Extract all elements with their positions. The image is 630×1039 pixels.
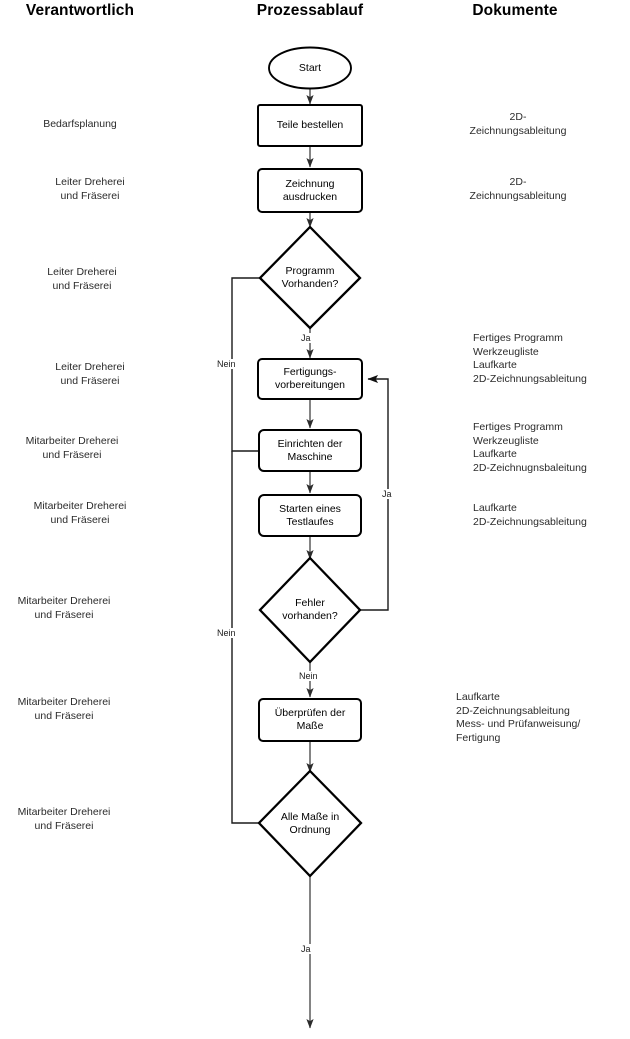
node-starten-eines-testlaufes[interactable] [258, 494, 362, 537]
edge-label-allemasse-ja: Ja [300, 944, 312, 954]
node-ueberpruefen-der-masse[interactable] [258, 698, 362, 742]
edge-label-allemasse-nein: Nein [216, 628, 237, 638]
node-einrichten-der-maschine[interactable] [258, 429, 362, 472]
edge-allemasse-nein-rail [231, 451, 260, 824]
node-zeichnung-ausdrucken[interactable] [257, 168, 363, 213]
column-header-verantwortlich: Verantwortlich [25, 2, 135, 19]
document-group-2: 2D- Zeichnungsableitung [469, 176, 567, 202]
responsible-mitarbeiter-4: Mitarbeiter Dreherei und Fräserei [17, 696, 111, 722]
node-fehler-vorhanden[interactable] [258, 556, 362, 664]
nodes [257, 46, 363, 878]
node-alle-masse-in-ordnung[interactable] [257, 769, 363, 878]
node-start[interactable] [268, 46, 352, 90]
responsible-mitarbeiter-3: Mitarbeiter Dreherei und Fräserei [17, 595, 111, 621]
document-group-1: 2D- Zeichnungsableitung [469, 111, 567, 137]
column-header-prozessablauf: Prozessablauf [256, 2, 364, 19]
edge-label-fehler-ja: Ja [381, 489, 393, 499]
responsible-leiter-1: Leiter Dreherei und Fräserei [55, 176, 125, 202]
node-teile-bestellen[interactable] [257, 104, 363, 147]
document-group-5: Laufkarte 2D-Zeichnungsableitung [473, 502, 587, 528]
node-fertigungsvorbereitungen[interactable] [257, 358, 363, 400]
edge-label-programm-nein: Nein [216, 359, 237, 369]
responsible-leiter-3: Leiter Dreherei und Fräserei [55, 361, 125, 387]
document-group-3: Fertiges Programm Werkzeugliste Laufkart… [473, 332, 587, 385]
responsible-leiter-2: Leiter Dreherei und Fräserei [47, 266, 117, 292]
responsible-mitarbeiter-5: Mitarbeiter Dreherei und Fräserei [17, 806, 111, 832]
responsible-mitarbeiter-2: Mitarbeiter Dreherei und Fräserei [33, 500, 127, 526]
column-header-dokumente: Dokumente [472, 2, 558, 19]
responsible-bedarfsplanung: Bedarfsplanung [43, 118, 117, 130]
edge-label-fehler-nein: Nein [298, 671, 319, 681]
responsible-mitarbeiter-1: Mitarbeiter Dreherei und Fräserei [25, 435, 119, 461]
node-programm-vorhanden[interactable] [258, 225, 362, 330]
document-group-6: Laufkarte 2D-Zeichnungsableitung Mess- u… [456, 691, 581, 744]
edge-label-programm-ja: Ja [300, 333, 312, 343]
document-group-4: Fertiges Programm Werkzeugliste Laufkart… [473, 421, 587, 474]
